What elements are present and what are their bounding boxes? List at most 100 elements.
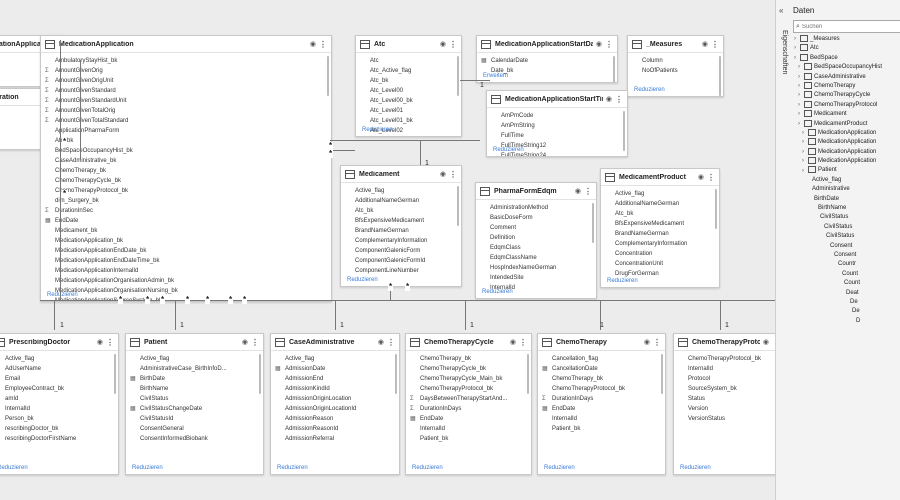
collapse-link[interactable]: Reduzieren [132,465,163,471]
field-item[interactable]: ▦CivilStatusChangeDate [126,404,263,414]
visibility-eye-icon[interactable]: ◉ [605,96,612,103]
collapse-link[interactable]: Reduzieren [634,87,665,93]
chevron-right-icon[interactable]: › [798,83,800,90]
field-item[interactable]: Patient_bk [538,424,665,434]
tree-item[interactable]: ›Medicament [790,110,900,119]
relationship-line[interactable] [465,300,466,330]
field-item[interactable]: EmployeeContract_bk [0,384,118,394]
tree-item[interactable]: ›BedSpaceOccupancyHist [790,63,900,72]
table-card-medapp-startdate[interactable]: MedicationApplicationStartDate◉⋮▦Calenda… [476,35,618,83]
more-options-icon[interactable]: ⋮ [707,172,715,182]
chevron-right-icon[interactable]: › [794,45,796,52]
field-item[interactable]: CivilStatus [126,394,263,404]
collapse-link[interactable]: Reduzieren [680,465,711,471]
relationship-line[interactable] [720,300,721,330]
tree-item[interactable]: ›ChemoTherapyProtocol [790,100,900,110]
field-item[interactable]: Status [674,394,784,404]
table-header[interactable]: MedicamentProduct◉⋮ [601,169,719,186]
tree-item[interactable]: ›ChemoTherapyCycle [790,91,900,100]
search-input[interactable] [801,23,882,30]
table-card-chemotherapyprotocol[interactable]: ChemoTherapyProtocol◉⋮ChemoTherapyProtoc… [673,333,785,475]
visibility-eye-icon[interactable]: ◉ [439,41,446,48]
more-options-icon[interactable]: ⋮ [449,39,457,49]
collapse-link[interactable]: Reduzieren [493,147,524,153]
field-item[interactable]: InternalId [476,283,596,293]
field-item[interactable]: MedicationApplicationOrganisationNursing… [41,286,331,296]
chevron-right-icon[interactable]: › [794,36,796,43]
relationship-line[interactable] [390,285,391,300]
visibility-eye-icon[interactable]: ◉ [241,339,248,346]
collapse-link[interactable]: Reduzieren [277,465,308,471]
relationship-line[interactable] [40,300,775,301]
tree-item[interactable]: Count [790,270,900,279]
field-item[interactable]: ▦EndDate [41,216,331,226]
field-item[interactable]: ConsentInformedBiobank [126,434,263,444]
field-item[interactable]: AdmissionKindId [271,384,399,394]
field-item[interactable]: ComponentGalenicForm [341,246,461,256]
more-options-icon[interactable]: ⋮ [106,337,114,347]
field-item[interactable]: Active_flag [0,354,118,364]
scrollbar[interactable] [457,186,459,226]
table-header[interactable]: MedicationApplication◉⋮ [41,36,331,53]
field-item[interactable]: AmPmString [487,121,627,131]
tree-item[interactable]: ›Patient [790,166,900,175]
field-item[interactable]: AmbulatoryStayHist_bk [41,56,331,66]
field-item[interactable]: AmPmCode [487,111,627,121]
field-item[interactable]: Date_bk [477,66,617,76]
field-item[interactable]: SourceSystem_bk [674,384,784,394]
collapse-link[interactable]: Reduzieren [0,465,28,471]
field-item[interactable]: Comment [476,223,596,233]
chevron-right-icon[interactable]: › [802,148,804,155]
table-header[interactable]: Patient◉⋮ [126,334,263,351]
field-item[interactable]: ChemoTherapyProtocol_bk [406,384,531,394]
field-item[interactable]: dim_Surgery_bk [41,196,331,206]
field-item[interactable]: Atc_Active_flag [356,66,461,76]
collapse-link[interactable]: Reduzieren [607,278,638,284]
field-item[interactable]: Atc [356,56,461,66]
table-header[interactable]: _Measures◉⋮ [628,36,723,53]
table-card-medication-application[interactable]: MedicationApplication◉⋮ AmbulatoryStayHis… [40,35,332,302]
field-item[interactable]: rescribingDoctor_bk [0,424,118,434]
field-item[interactable]: FullTimeString24 [487,151,627,156]
field-item[interactable]: InternalId [674,364,784,374]
field-item[interactable]: ▦EndDate [538,404,665,414]
field-item[interactable]: Column [628,56,723,66]
field-item[interactable]: InternalId [538,414,665,424]
field-item[interactable]: Version [674,404,784,414]
table-header[interactable]: Atc◉⋮ [356,36,461,53]
field-item[interactable]: Protocol [674,374,784,384]
field-item[interactable]: Concentration [601,249,719,259]
field-item[interactable]: MedicationApplication_bk [41,236,331,246]
field-item[interactable]: ChemoTherapyProtocol_bk [674,354,784,364]
tree-item[interactable]: ›BedSpace [790,53,900,63]
chevron-right-icon[interactable]: › [802,139,804,146]
more-options-icon[interactable]: ⋮ [653,337,661,347]
field-item[interactable]: Patient_bk [406,434,531,444]
relationship-line[interactable] [420,140,421,165]
more-options-icon[interactable]: ⋮ [584,186,592,196]
field-item[interactable]: Active_flag [601,189,719,199]
more-options-icon[interactable]: ⋮ [615,94,623,104]
tree-item[interactable]: ›ChemoTherapy [790,81,900,91]
visibility-eye-icon[interactable]: ◉ [697,174,704,181]
field-item[interactable]: ComplementaryInformation [341,236,461,246]
field-item[interactable]: AdmissionOriginLocation [271,394,399,404]
field-item[interactable]: ChemoTherapyCycle_Main_bk [406,374,531,384]
field-item[interactable]: FullTime [487,131,627,141]
field-item[interactable]: AdditionalNameGerman [341,196,461,206]
tree-item[interactable]: ›MedicationApplication [790,138,900,147]
field-item[interactable]: ChemoTherapyCycle_bk [406,364,531,374]
chevron-right-icon[interactable]: › [802,129,804,136]
field-item[interactable]: Email [0,374,118,384]
scrollbar[interactable] [259,354,261,394]
table-header[interactable]: PrescribingDoctor◉⋮ [0,334,118,351]
chevron-right-icon[interactable]: › [802,158,804,165]
more-options-icon[interactable]: ⋮ [387,337,395,347]
tree-item[interactable]: Consent [790,242,900,251]
